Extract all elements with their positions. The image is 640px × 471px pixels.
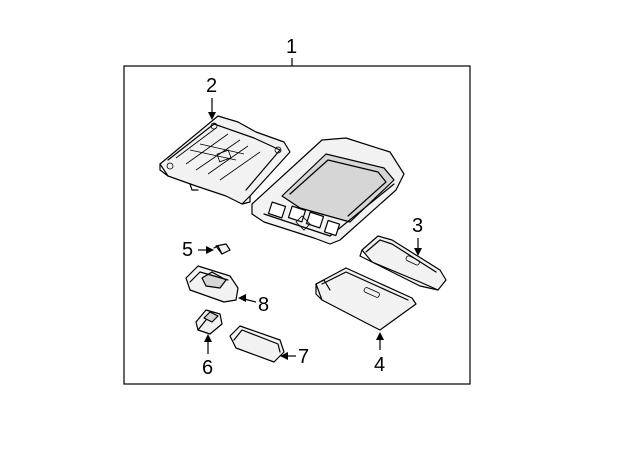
callout-4: 4 <box>374 332 385 376</box>
callout-2: 2 <box>206 75 217 120</box>
part-6-clip <box>195 309 223 335</box>
callout-2-number: 2 <box>206 75 217 97</box>
callout-3: 3 <box>412 215 423 256</box>
part-7-dome-lens <box>229 325 285 363</box>
callout-5-number: 5 <box>182 239 193 261</box>
part-2-bracket <box>159 115 291 205</box>
callout-1-number: 1 <box>286 36 297 58</box>
part-3-sunglass-holder <box>359 235 447 291</box>
callout-8-number: 8 <box>258 294 269 316</box>
callout-7: 7 <box>280 346 309 368</box>
assembly-frame <box>123 65 471 385</box>
callout-8: 8 <box>238 294 269 316</box>
overhead-console-housing <box>251 137 405 245</box>
callout-1: 1 <box>286 36 297 66</box>
part-8-map-lamp <box>185 265 239 303</box>
callout-6-number: 6 <box>202 357 213 379</box>
callout-7-number: 7 <box>298 346 309 368</box>
callout-3-number: 3 <box>412 215 423 237</box>
callout-6: 6 <box>202 334 213 379</box>
callout-5: 5 <box>182 239 214 261</box>
callout-4-number: 4 <box>374 354 385 376</box>
part-4-lid-panel <box>315 267 417 331</box>
part-5-bulb <box>213 243 231 255</box>
